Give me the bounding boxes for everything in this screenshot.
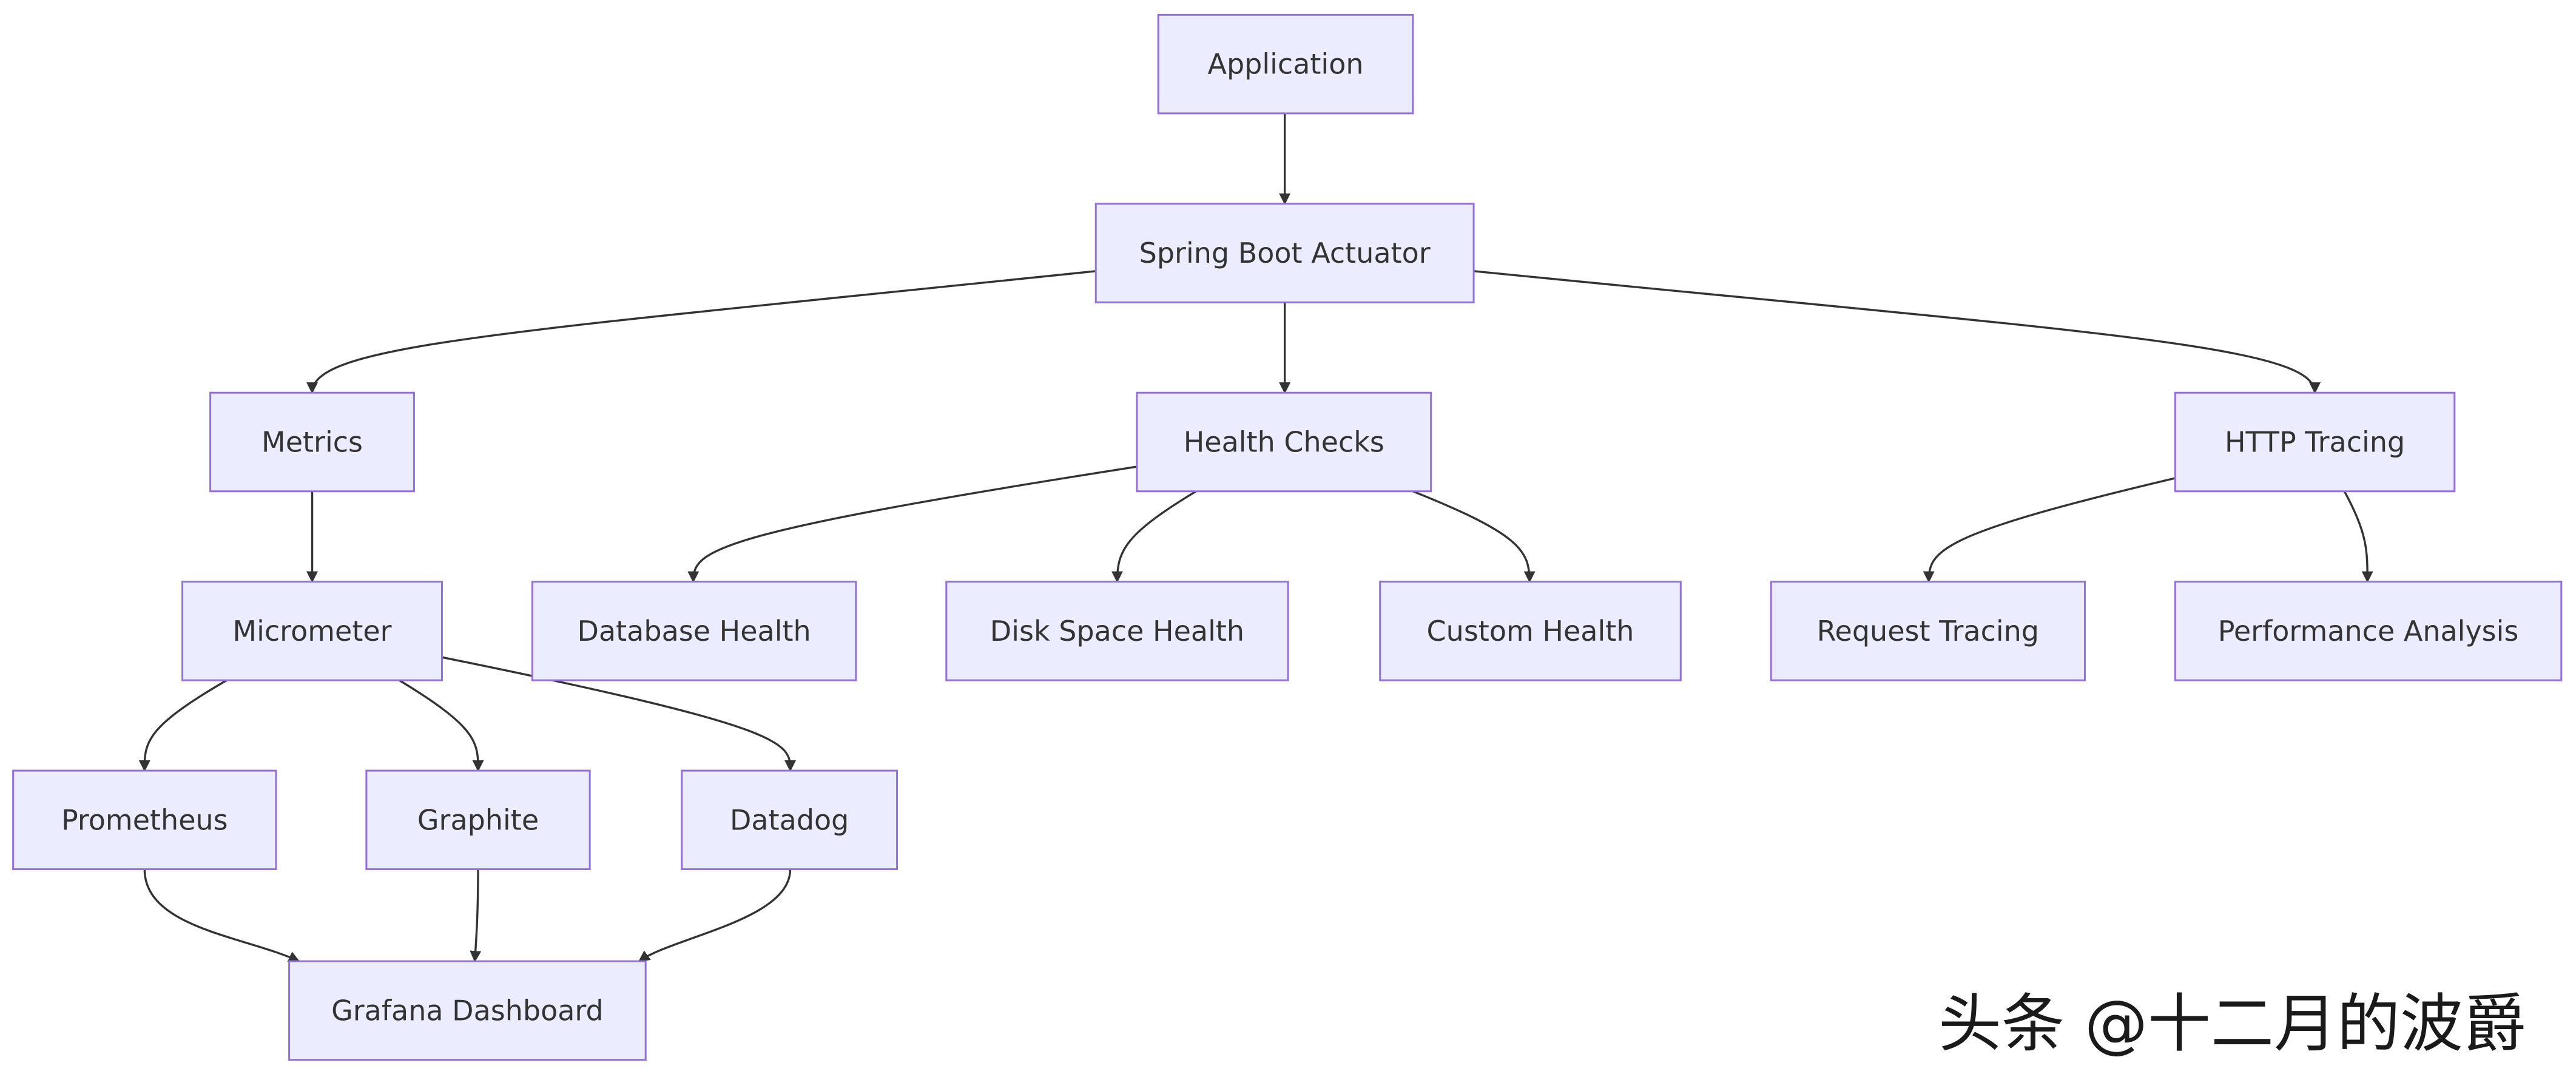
node-box bbox=[1157, 13, 1414, 115]
edge-http-tracing-to-request-tracing bbox=[1923, 478, 2175, 583]
node-label: Grafana Dashboard bbox=[331, 994, 604, 1027]
node-actuator: Spring Boot Actuator bbox=[1094, 203, 1475, 303]
edge-micrometer-to-prometheus bbox=[138, 680, 226, 772]
edge-datadog-to-grafana-dashboard bbox=[639, 870, 790, 962]
edge-actuator-to-http-tracing bbox=[1474, 271, 2321, 394]
node-label: Application bbox=[1207, 48, 1363, 81]
node-label: Request Tracing bbox=[1817, 615, 2039, 647]
node-health-checks: Health Checks bbox=[1136, 391, 1432, 493]
node-box bbox=[531, 581, 857, 681]
node-box bbox=[1770, 581, 2086, 681]
node-performance-analysis: Performance Analysis bbox=[2174, 581, 2563, 681]
node-box bbox=[181, 581, 443, 681]
node-label: Health Checks bbox=[1184, 425, 1384, 458]
node-datadog: Datadog bbox=[681, 769, 899, 871]
edge-micrometer-to-graphite bbox=[399, 680, 484, 772]
node-grafana-dashboard: Grafana Dashboard bbox=[288, 960, 647, 1061]
node-prometheus: Prometheus bbox=[12, 769, 277, 871]
node-label: Custom Health bbox=[1427, 615, 1634, 647]
edge-health-checks-to-database-health bbox=[687, 467, 1137, 583]
node-graphite: Graphite bbox=[365, 769, 591, 871]
node-label: Prometheus bbox=[61, 803, 228, 836]
edge-http-tracing-to-performance-analysis bbox=[2344, 491, 2373, 583]
node-label: Spring Boot Actuator bbox=[1139, 237, 1431, 269]
node-box bbox=[209, 391, 415, 493]
node-label: HTTP Tracing bbox=[2225, 425, 2405, 458]
edge-health-checks-to-custom-health bbox=[1413, 491, 1536, 583]
node-label: Micrometer bbox=[232, 615, 391, 647]
node-box bbox=[12, 769, 277, 871]
node-http-tracing: HTTP Tracing bbox=[2174, 391, 2456, 493]
node-custom-health: Custom Health bbox=[1379, 581, 1682, 681]
node-box bbox=[2174, 581, 2563, 681]
node-label: Database Health bbox=[578, 615, 811, 647]
edge-prometheus-to-grafana-dashboard bbox=[144, 870, 299, 962]
node-box bbox=[288, 960, 647, 1061]
node-application: Application bbox=[1157, 13, 1414, 115]
edges-layer bbox=[138, 113, 2373, 963]
node-box bbox=[1379, 581, 1682, 681]
node-metrics: Metrics bbox=[209, 391, 415, 493]
node-label: Disk Space Health bbox=[990, 615, 1244, 647]
node-label: Performance Analysis bbox=[2218, 615, 2519, 647]
node-database-health: Database Health bbox=[531, 581, 857, 681]
node-box bbox=[681, 769, 899, 871]
node-box bbox=[2174, 391, 2456, 493]
node-label: Datadog bbox=[730, 803, 849, 836]
edge-graphite-to-grafana-dashboard bbox=[470, 870, 482, 963]
node-label: Metrics bbox=[261, 425, 363, 458]
node-label: Graphite bbox=[417, 803, 539, 836]
node-request-tracing: Request Tracing bbox=[1770, 581, 2086, 681]
edge-micrometer-to-datadog bbox=[442, 657, 797, 772]
node-box bbox=[945, 581, 1289, 681]
edge-actuator-to-metrics bbox=[306, 271, 1096, 394]
node-box bbox=[1136, 391, 1432, 493]
node-disk-space-health: Disk Space Health bbox=[945, 581, 1289, 681]
watermark-text: 头条 @十二月的波爵 bbox=[1938, 987, 2527, 1061]
edge-health-checks-to-disk-space-health bbox=[1111, 491, 1196, 583]
node-micrometer: Micrometer bbox=[181, 581, 443, 681]
node-box bbox=[365, 769, 591, 871]
node-box bbox=[1094, 203, 1475, 303]
